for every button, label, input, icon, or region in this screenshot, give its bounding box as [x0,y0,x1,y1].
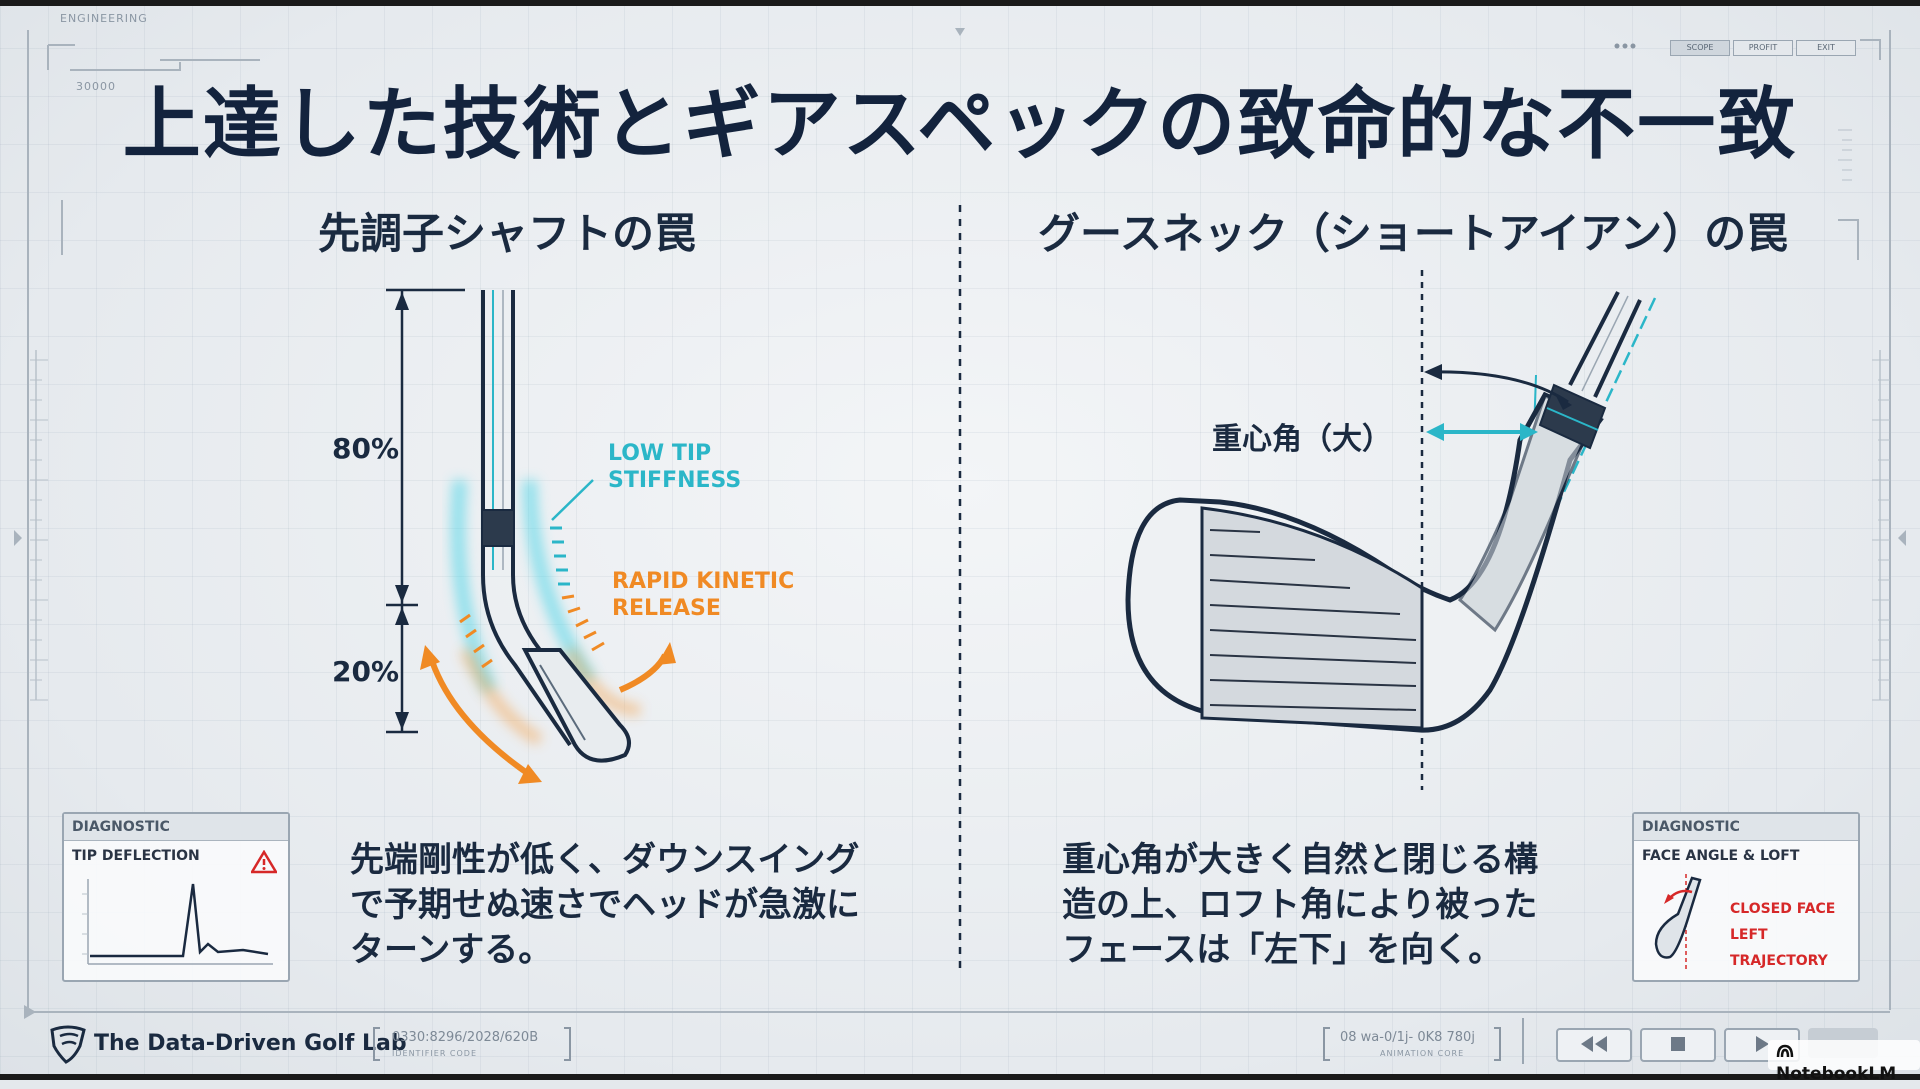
left-description: 先端剛性が低く、ダウンスイング で予期せぬ速さでヘッドが急激に ターンする。 [350,838,860,973]
brand-logo-icon [50,1025,86,1064]
top-border [0,0,1920,6]
right-description-line2: 造の上、ロフト角により被った [1062,885,1538,925]
stop-icon [1671,1037,1685,1051]
diagnostic-panel-left: DIAGNOSTIC TIP DEFLECTION [62,812,290,982]
panel-left-label: TIP DEFLECTION [72,848,200,864]
right-description-line3: フェースは「左下」を向く。 [1062,930,1503,970]
code-bracket-right [1323,1027,1501,1061]
hud-tab-profit[interactable]: PROFIT [1733,40,1793,56]
diagnostic-panel-right: DIAGNOSTIC FACE ANGLE & LOFT CLOSED FACE… [1632,812,1860,982]
watermark-text: NotebookLM [1776,1064,1897,1084]
left-description-line2: で予期せぬ速さでヘッドが急激に [350,885,860,925]
hud-tab-exit[interactable]: EXIT [1796,40,1856,56]
animation-code-caption: ANIMATION CORE [1380,1049,1465,1058]
panel-right-header: DIAGNOSTIC [1634,814,1858,841]
panel-right-line2: LEFT TRAJECTORY [1730,927,1828,969]
goose-neck-diagram [1125,270,1657,790]
code-bracket-left [373,1027,571,1061]
notebooklm-logo-icon [1776,1044,1794,1057]
rewind-icon [1581,1036,1607,1052]
cg-angle-label: 重心角（大） [1212,422,1392,457]
play-icon [1756,1036,1769,1052]
identifier-code: 0330:8296/2028/620B [392,1030,539,1045]
callout-rapid-release: RAPID KINETIC RELEASE [612,568,794,622]
tip-deflection-graph [82,879,273,965]
footer-divider [1522,1018,1524,1064]
identifier-code-caption: IDENTIFIER CODE [392,1049,478,1058]
callout-release-line1: RAPID KINETIC [612,569,795,594]
panel-right-status: CLOSED FACE LEFT TRAJECTORY [1730,896,1858,974]
pct-upper-label: 80% [332,432,400,465]
callout-low-tip: LOW TIP STIFFNESS [608,440,741,494]
center-divider [958,205,962,975]
right-description-line1: 重心角が大きく自然と閉じる構 [1062,840,1538,880]
right-description: 重心角が大きく自然と閉じる構 造の上、ロフト角により被った フェースは「左下」を… [1062,838,1538,973]
shaft-diagram [386,288,676,784]
right-heading: グースネック（ショートアイアン）の罠 [1038,209,1789,258]
callout-low-tip-line1: LOW TIP [608,441,712,466]
hud-scale-label: 30000 [76,80,116,93]
warning-icon [251,850,277,874]
stop-button[interactable] [1640,1028,1716,1062]
panel-right-label: FACE ANGLE & LOFT [1642,848,1800,864]
panel-right-line1: CLOSED FACE [1730,901,1836,917]
face-angle-icon [1654,874,1702,970]
brand-name: The Data-Driven Golf Lab [94,1031,407,1056]
hud-top-left-label: ENGINEERING [60,12,148,25]
animation-code: 08 wa-0/1j- 0K8 780j [1340,1030,1475,1045]
left-description-line1: 先端剛性が低く、ダウンスイング [350,840,860,880]
slide-title: 上達した技術とギアスペックの致命的な不一致 [122,80,1798,170]
panel-left-header: DIAGNOSTIC [64,814,288,841]
pct-lower-label: 20% [332,655,400,688]
bottom-border [0,1074,1920,1080]
left-description-line3: ターンする。 [350,930,553,970]
rewind-button[interactable] [1556,1028,1632,1062]
hud-tab-scope[interactable]: SCOPE [1670,40,1730,56]
notebooklm-watermark: NotebookLM [1768,1040,1920,1084]
callout-low-tip-line2: STIFFNESS [608,468,742,493]
left-heading: 先調子シャフトの罠 [318,209,697,258]
callout-release-line2: RELEASE [612,596,721,621]
